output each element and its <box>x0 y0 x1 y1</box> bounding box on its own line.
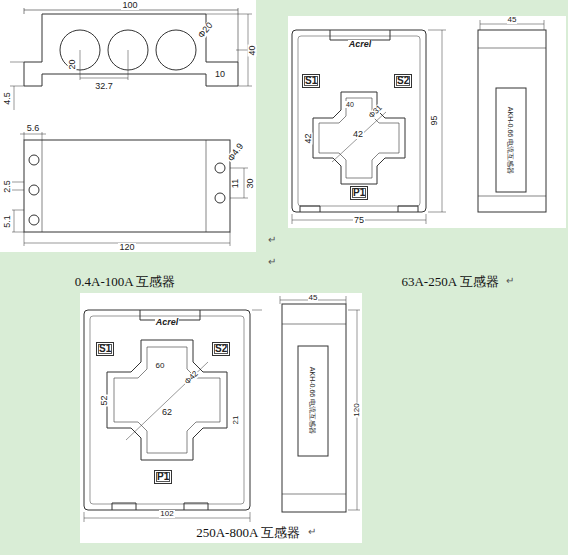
window-outline <box>114 347 220 453</box>
dimension: 60 <box>155 362 166 370</box>
terminal-label: S2 <box>215 344 227 354</box>
terminal-label: P1 <box>157 472 169 482</box>
paragraph-mark: ↵ <box>267 257 277 267</box>
dimension: 45 <box>507 16 518 24</box>
terminal-box: S1 <box>96 342 114 356</box>
brand-logo: Acrel <box>155 318 180 327</box>
diameter-line <box>126 362 208 440</box>
dimension: 20 <box>67 58 76 70</box>
dimension: 95 <box>429 114 438 126</box>
dimension: 75 <box>353 216 365 225</box>
dimension: 2.5 <box>3 179 12 194</box>
dimension: 21 <box>232 415 240 426</box>
caption: 0.4A-100A 互感器 <box>74 275 176 288</box>
dimension: 40 <box>345 101 355 108</box>
dimension: 52 <box>99 394 108 406</box>
dimension: 32.7 <box>94 82 114 91</box>
dimension: 42 <box>303 132 312 144</box>
window-outline <box>313 92 405 184</box>
terminal-box: S2 <box>212 342 230 356</box>
dimension: 5.6 <box>26 124 41 133</box>
dimension: 30 <box>245 177 254 189</box>
paragraph-mark: ↵ <box>505 276 515 286</box>
brand-logo: Acrel <box>348 40 373 49</box>
paragraph-mark: ↵ <box>307 527 317 537</box>
dimension: 5.1 <box>3 214 12 229</box>
dimension: 4.5 <box>3 91 12 106</box>
window-outline <box>107 340 227 460</box>
terminal-box: P1 <box>350 186 368 200</box>
dimension: 120 <box>353 402 361 417</box>
nameplate-text: AKH-0.66 电流互感器 <box>507 105 514 174</box>
dimension: 42 <box>352 130 364 139</box>
diameter-line <box>332 112 386 162</box>
terminal-label: S1 <box>99 344 111 354</box>
terminal-label: P1 <box>353 188 365 198</box>
paragraph-mark: ↵ <box>267 235 277 245</box>
window-outline <box>319 98 399 178</box>
dimension: 40 <box>247 44 256 56</box>
terminal-label: S2 <box>397 76 409 86</box>
dimension: 102 <box>159 510 174 518</box>
dimension: 62 <box>161 408 173 417</box>
terminal-box: S2 <box>394 74 412 88</box>
dimension: 100 <box>121 1 138 10</box>
dimension: 45 <box>308 294 319 302</box>
dimension: 10 <box>214 70 226 79</box>
caption: 250A-800A 互感器 <box>195 526 301 539</box>
caption: 63A-250A 互感器 <box>400 275 499 288</box>
terminal-label: S1 <box>305 76 317 86</box>
terminal-box: S1 <box>302 74 320 88</box>
terminal-box: P1 <box>154 470 172 484</box>
nameplate-text: AKH-0.66 电流互感器 <box>309 365 316 434</box>
dimension: 11 <box>232 177 241 188</box>
dimension: 120 <box>118 243 135 252</box>
